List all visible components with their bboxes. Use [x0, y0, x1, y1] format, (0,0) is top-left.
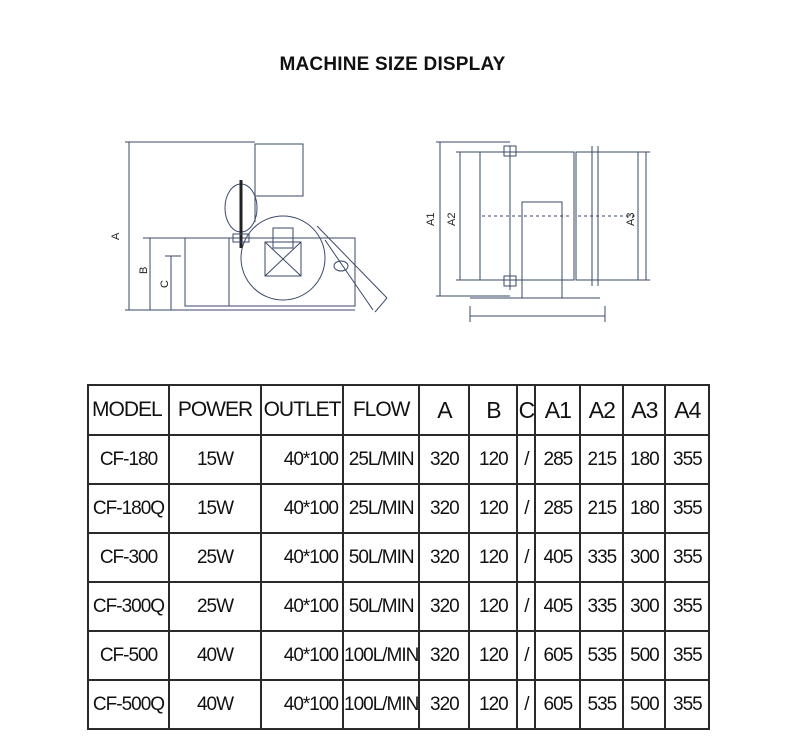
cell-a: 320 — [418, 434, 471, 485]
cell-c: / — [516, 532, 537, 583]
cell-a2: 535 — [579, 630, 625, 681]
cell-c: / — [516, 581, 537, 632]
cell-a: 320 — [418, 581, 471, 632]
col-header-outlet: OUTLET — [260, 384, 344, 436]
cell-power: 40W — [168, 630, 262, 681]
cell-a3: 180 — [622, 434, 667, 485]
cell-b: 120 — [468, 581, 519, 632]
cell-a3: 180 — [622, 483, 667, 534]
cell-a2: 215 — [579, 434, 625, 485]
cell-a1: 285 — [534, 483, 582, 534]
cell-model: CF-500Q — [87, 679, 170, 730]
cell-model: CF-300Q — [87, 581, 170, 632]
col-header-power: POWER — [168, 384, 262, 436]
cell-c: / — [516, 434, 537, 485]
cell-outlet: 40*100 — [260, 532, 344, 583]
cell-model: CF-180Q — [87, 483, 170, 534]
side-view-drawing: A B C — [110, 141, 388, 313]
cell-outlet: 40*100 — [260, 434, 344, 485]
cell-a3: 300 — [622, 532, 667, 583]
col-header-model: MODEL — [87, 384, 170, 436]
cell-c: / — [516, 483, 537, 534]
cell-a4: 355 — [664, 532, 711, 583]
cell-flow: 50L/MIN — [341, 532, 421, 583]
col-header-a2: A2 — [579, 384, 625, 436]
cell-outlet: 40*100 — [260, 630, 344, 681]
cell-outlet: 40*100 — [260, 679, 344, 730]
cell-a3: 300 — [622, 581, 667, 632]
page-title: MACHINE SIZE DISPLAY — [279, 54, 506, 75]
dim-label-a1: A1 — [425, 213, 437, 226]
cell-power: 40W — [168, 679, 262, 730]
cell-flow: 100L/MIN — [341, 630, 421, 681]
cell-b: 120 — [468, 532, 519, 583]
cell-a: 320 — [418, 630, 471, 681]
cell-model: CF-300 — [87, 532, 170, 583]
col-header-a3: A3 — [622, 384, 667, 436]
cell-power: 15W — [168, 434, 262, 485]
cell-a4: 355 — [664, 630, 711, 681]
col-header-c: C — [516, 384, 537, 436]
cell-outlet: 40*100 — [260, 483, 344, 534]
cell-a1: 285 — [534, 434, 582, 485]
dim-label-a2: A2 — [446, 213, 458, 226]
cell-outlet: 40*100 — [260, 581, 344, 632]
cell-a2: 335 — [579, 532, 625, 583]
cell-a2: 535 — [579, 679, 625, 730]
cell-power: 15W — [168, 483, 262, 534]
table-header-row: MODEL POWER OUTLET FLOW A B C A1 A2 A3 A… — [87, 384, 711, 436]
cell-a4: 355 — [664, 581, 711, 632]
cell-model: CF-180 — [87, 434, 170, 485]
dim-label-c: C — [159, 280, 171, 288]
cell-c: / — [516, 630, 537, 681]
cell-a: 320 — [418, 483, 471, 534]
spec-table: MODEL POWER OUTLET FLOW A B C A1 A2 A3 A… — [87, 384, 711, 730]
col-header-a1: A1 — [534, 384, 582, 436]
cell-flow: 50L/MIN — [341, 581, 421, 632]
cell-b: 120 — [468, 679, 519, 730]
dim-label-a: A — [110, 232, 122, 240]
dim-label-b: B — [138, 267, 150, 274]
col-header-b: B — [468, 384, 519, 436]
cell-a2: 215 — [579, 483, 625, 534]
col-header-a: A — [418, 384, 471, 436]
cell-flow: 25L/MIN — [341, 483, 421, 534]
cell-b: 120 — [468, 483, 519, 534]
cell-a4: 355 — [664, 434, 711, 485]
cell-power: 25W — [168, 581, 262, 632]
cell-model: CF-500 — [87, 630, 170, 681]
cell-a3: 500 — [622, 679, 667, 730]
cell-a3: 500 — [622, 630, 667, 681]
cell-flow: 25L/MIN — [341, 434, 421, 485]
cell-flow: 100L/MIN — [341, 679, 421, 730]
cell-b: 120 — [468, 630, 519, 681]
cell-c: / — [516, 679, 537, 730]
col-header-a4: A4 — [664, 384, 711, 436]
cell-a2: 335 — [579, 581, 625, 632]
cell-a1: 605 — [534, 679, 582, 730]
cell-a1: 405 — [534, 532, 582, 583]
cell-a: 320 — [418, 679, 471, 730]
col-header-flow: FLOW — [341, 384, 421, 436]
front-view-drawing: A1 A2 A3 — [425, 141, 650, 322]
dim-label-a3: A3 — [625, 213, 637, 226]
cell-a4: 355 — [664, 483, 711, 534]
cell-a4: 355 — [664, 679, 711, 730]
cell-a1: 605 — [534, 630, 582, 681]
cell-b: 120 — [468, 434, 519, 485]
cell-a: 320 — [418, 532, 471, 583]
cell-power: 25W — [168, 532, 262, 583]
cell-a1: 405 — [534, 581, 582, 632]
